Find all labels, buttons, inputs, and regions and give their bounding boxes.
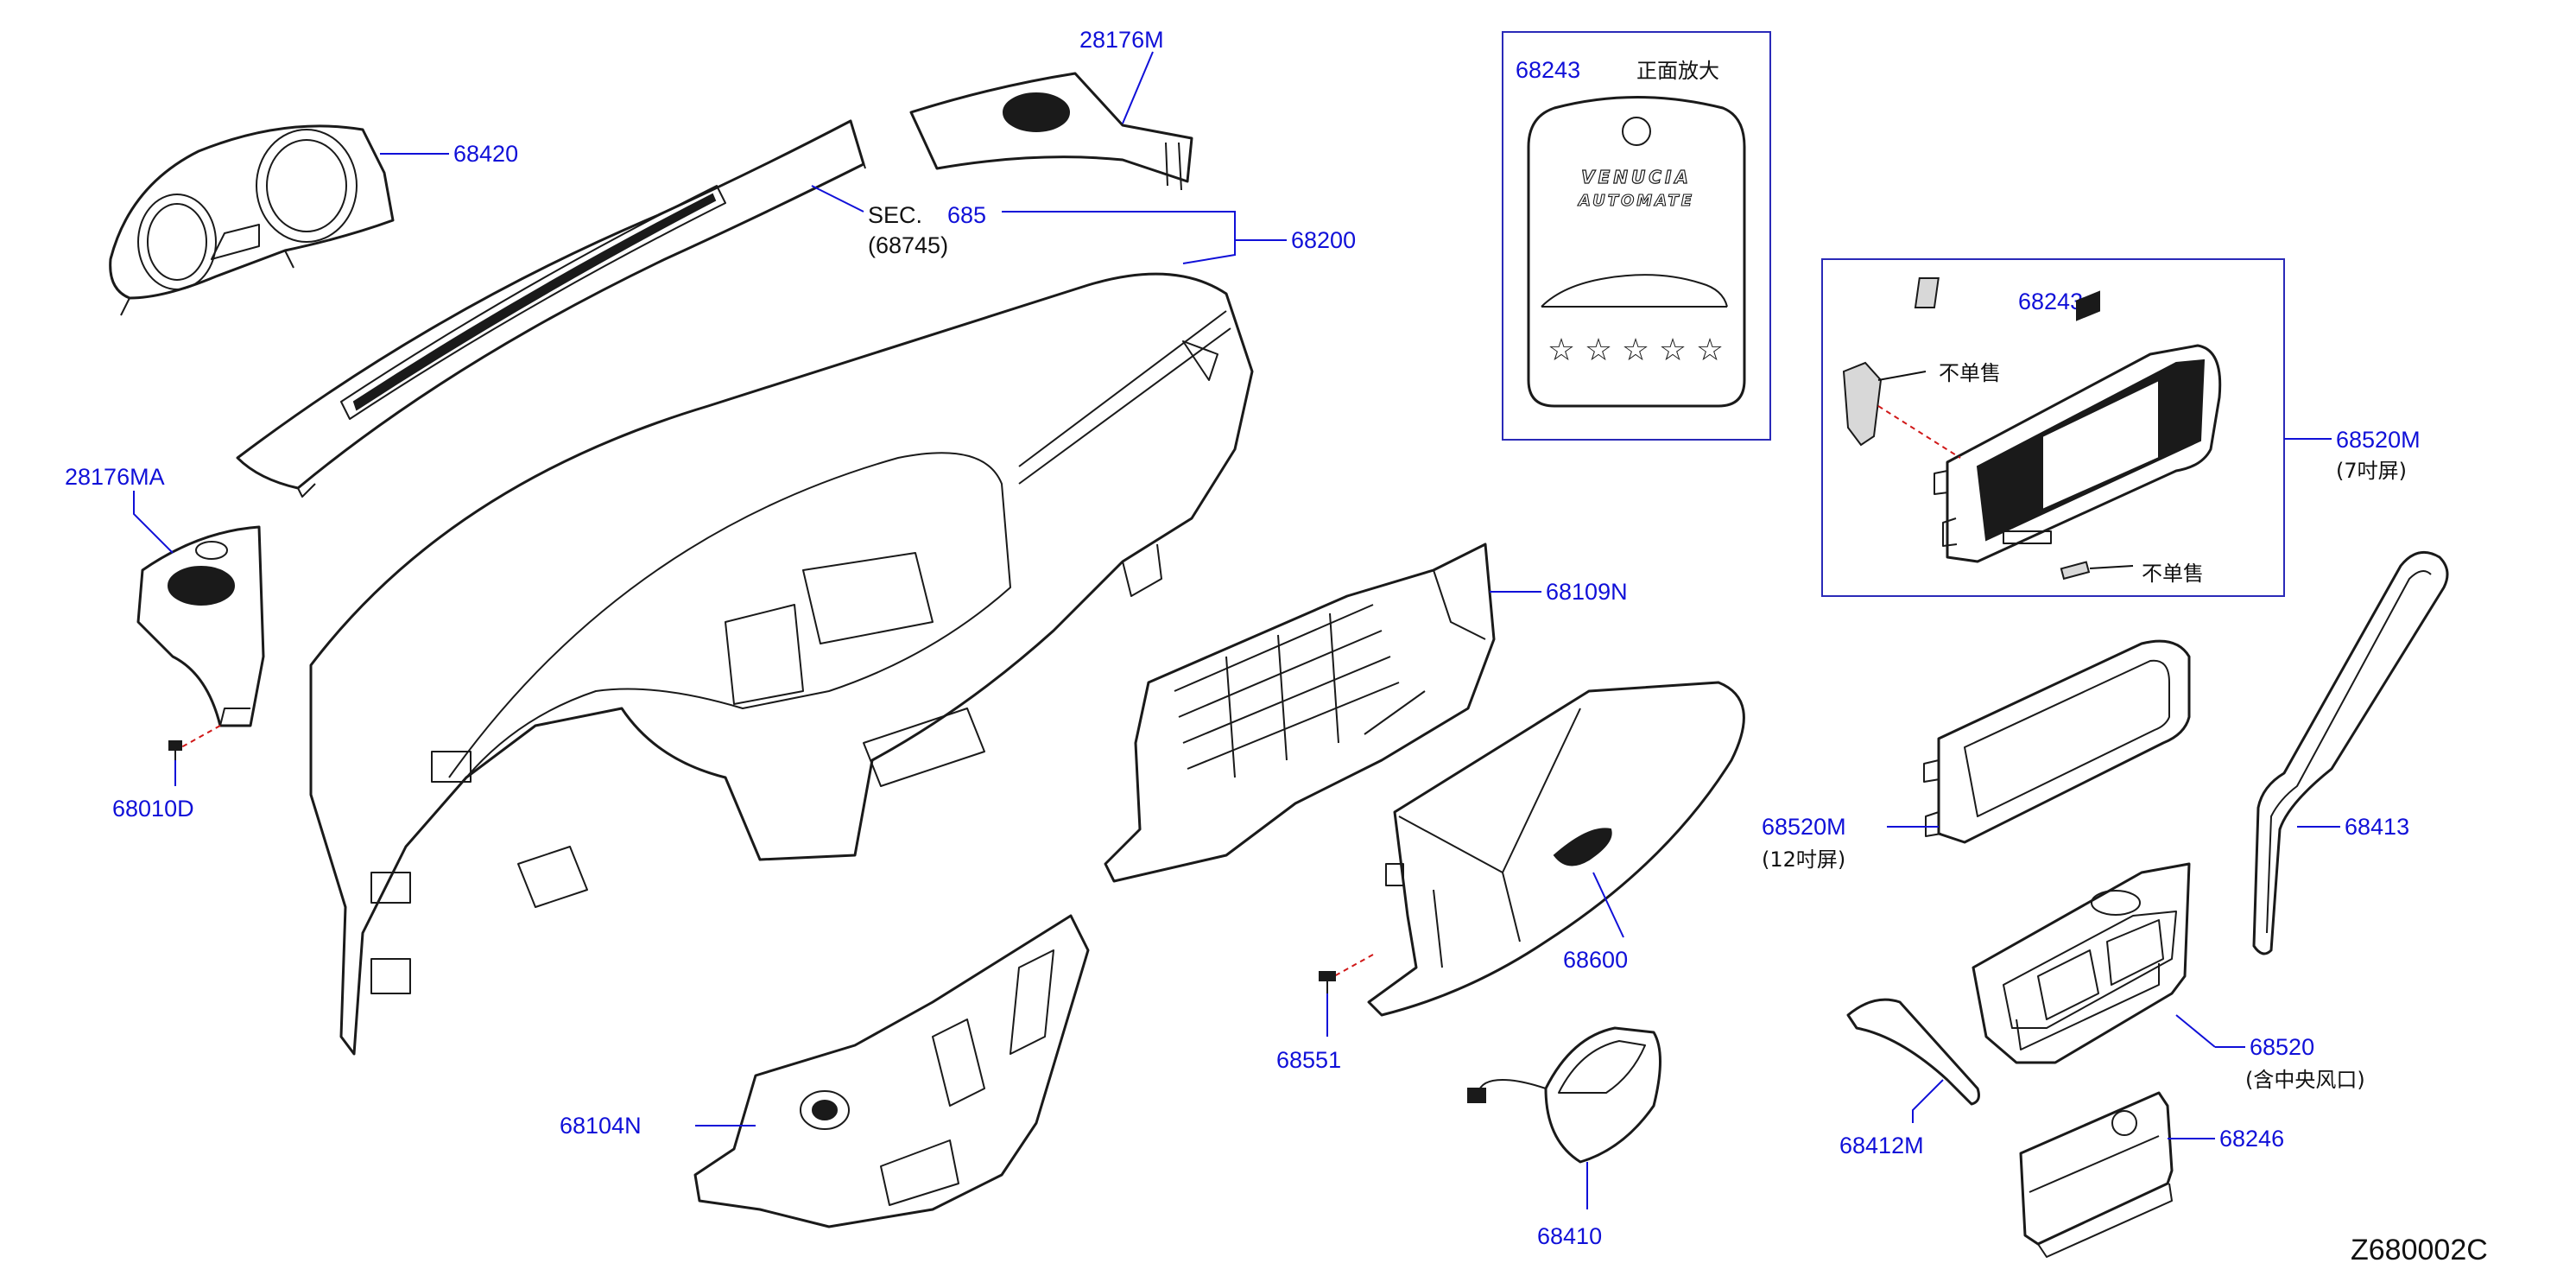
star-5: ☆ [1696, 333, 1724, 368]
callout-68246: 68246 [2219, 1126, 2284, 1152]
callout-68520M-7-note: (7吋屏) [2336, 459, 2407, 483]
callout-68520-note: (含中央风口) [2245, 1068, 2365, 1092]
trim-strip-68413 [2252, 550, 2449, 955]
defroster-upper-panel [236, 119, 866, 498]
callout-68600: 68600 [1563, 947, 1628, 973]
star-2: ☆ [1585, 333, 1612, 368]
glovebox-lid [1367, 681, 1745, 1017]
star-3: ☆ [1622, 333, 1649, 368]
speaker-grille-side [136, 525, 265, 727]
inset-not-sold-2: 不单售 [2142, 562, 2204, 586]
car-silhouette-icon [1541, 274, 1728, 308]
speaker-grille-top [909, 72, 1193, 191]
emblem-line1: VENUCIA [1581, 167, 1692, 187]
display-12in [1923, 639, 2191, 844]
callout-68104N: 68104N [560, 1113, 642, 1139]
inset-7in-display: 68243 [1821, 258, 2285, 597]
callout-68520M-12-note: (12吋屏) [1762, 847, 1845, 872]
main-dashboard-frame [309, 272, 1254, 1056]
callout-sec-text: SEC. [868, 202, 922, 228]
callout-28176MA: 28176MA [65, 464, 165, 490]
inset-display-part: 68243 [2018, 289, 2083, 314]
callout-68200: 68200 [1291, 227, 1356, 253]
instrument-cluster-hood [109, 124, 395, 316]
switch-bezel-68410 [1467, 1026, 1661, 1164]
screw-68010D [168, 725, 221, 760]
callout-68420: 68420 [453, 141, 518, 167]
inset-emblem-front-view: 68243 正面放大 VENUCIA AUTOMATE ☆ ☆ ☆ ☆ ☆ [1502, 31, 1771, 441]
callout-68520: 68520 [2250, 1034, 2314, 1060]
callout-68412M: 68412M [1839, 1133, 1924, 1158]
inset-front-part: 68243 [1516, 57, 1580, 83]
pin-68551 [1319, 954, 1374, 993]
emblem-line2: AUTOMATE [1577, 192, 1694, 210]
callout-68410: 68410 [1537, 1223, 1602, 1249]
center-bezel-with-vents [1972, 862, 2191, 1064]
callout-68551: 68551 [1276, 1047, 1341, 1073]
callout-68413: 68413 [2345, 814, 2409, 840]
callout-68520M-12: 68520M [1762, 814, 1846, 840]
glovebox-housing [1104, 543, 1496, 883]
star-1: ☆ [1547, 333, 1575, 368]
switch-panel-68246 [2019, 290, 2174, 1258]
lower-cover-panel [693, 914, 1090, 1228]
callout-sec-num: 685 [947, 202, 986, 228]
callout-68520M-7: 68520M [2336, 427, 2421, 453]
callout-68010D: 68010D [112, 796, 194, 822]
diagram-code: Z680002C [2351, 1234, 2488, 1266]
finisher-68412M [1846, 998, 1980, 1106]
callout-sec-ref: (68745) [868, 232, 948, 258]
star-4: ☆ [1659, 333, 1687, 368]
inset-front-title: 正面放大 [1636, 59, 1719, 83]
callout-68109N: 68109N [1546, 579, 1628, 605]
inset-not-sold-1: 不单售 [1939, 361, 2001, 385]
callout-28176M: 28176M [1079, 27, 1164, 53]
